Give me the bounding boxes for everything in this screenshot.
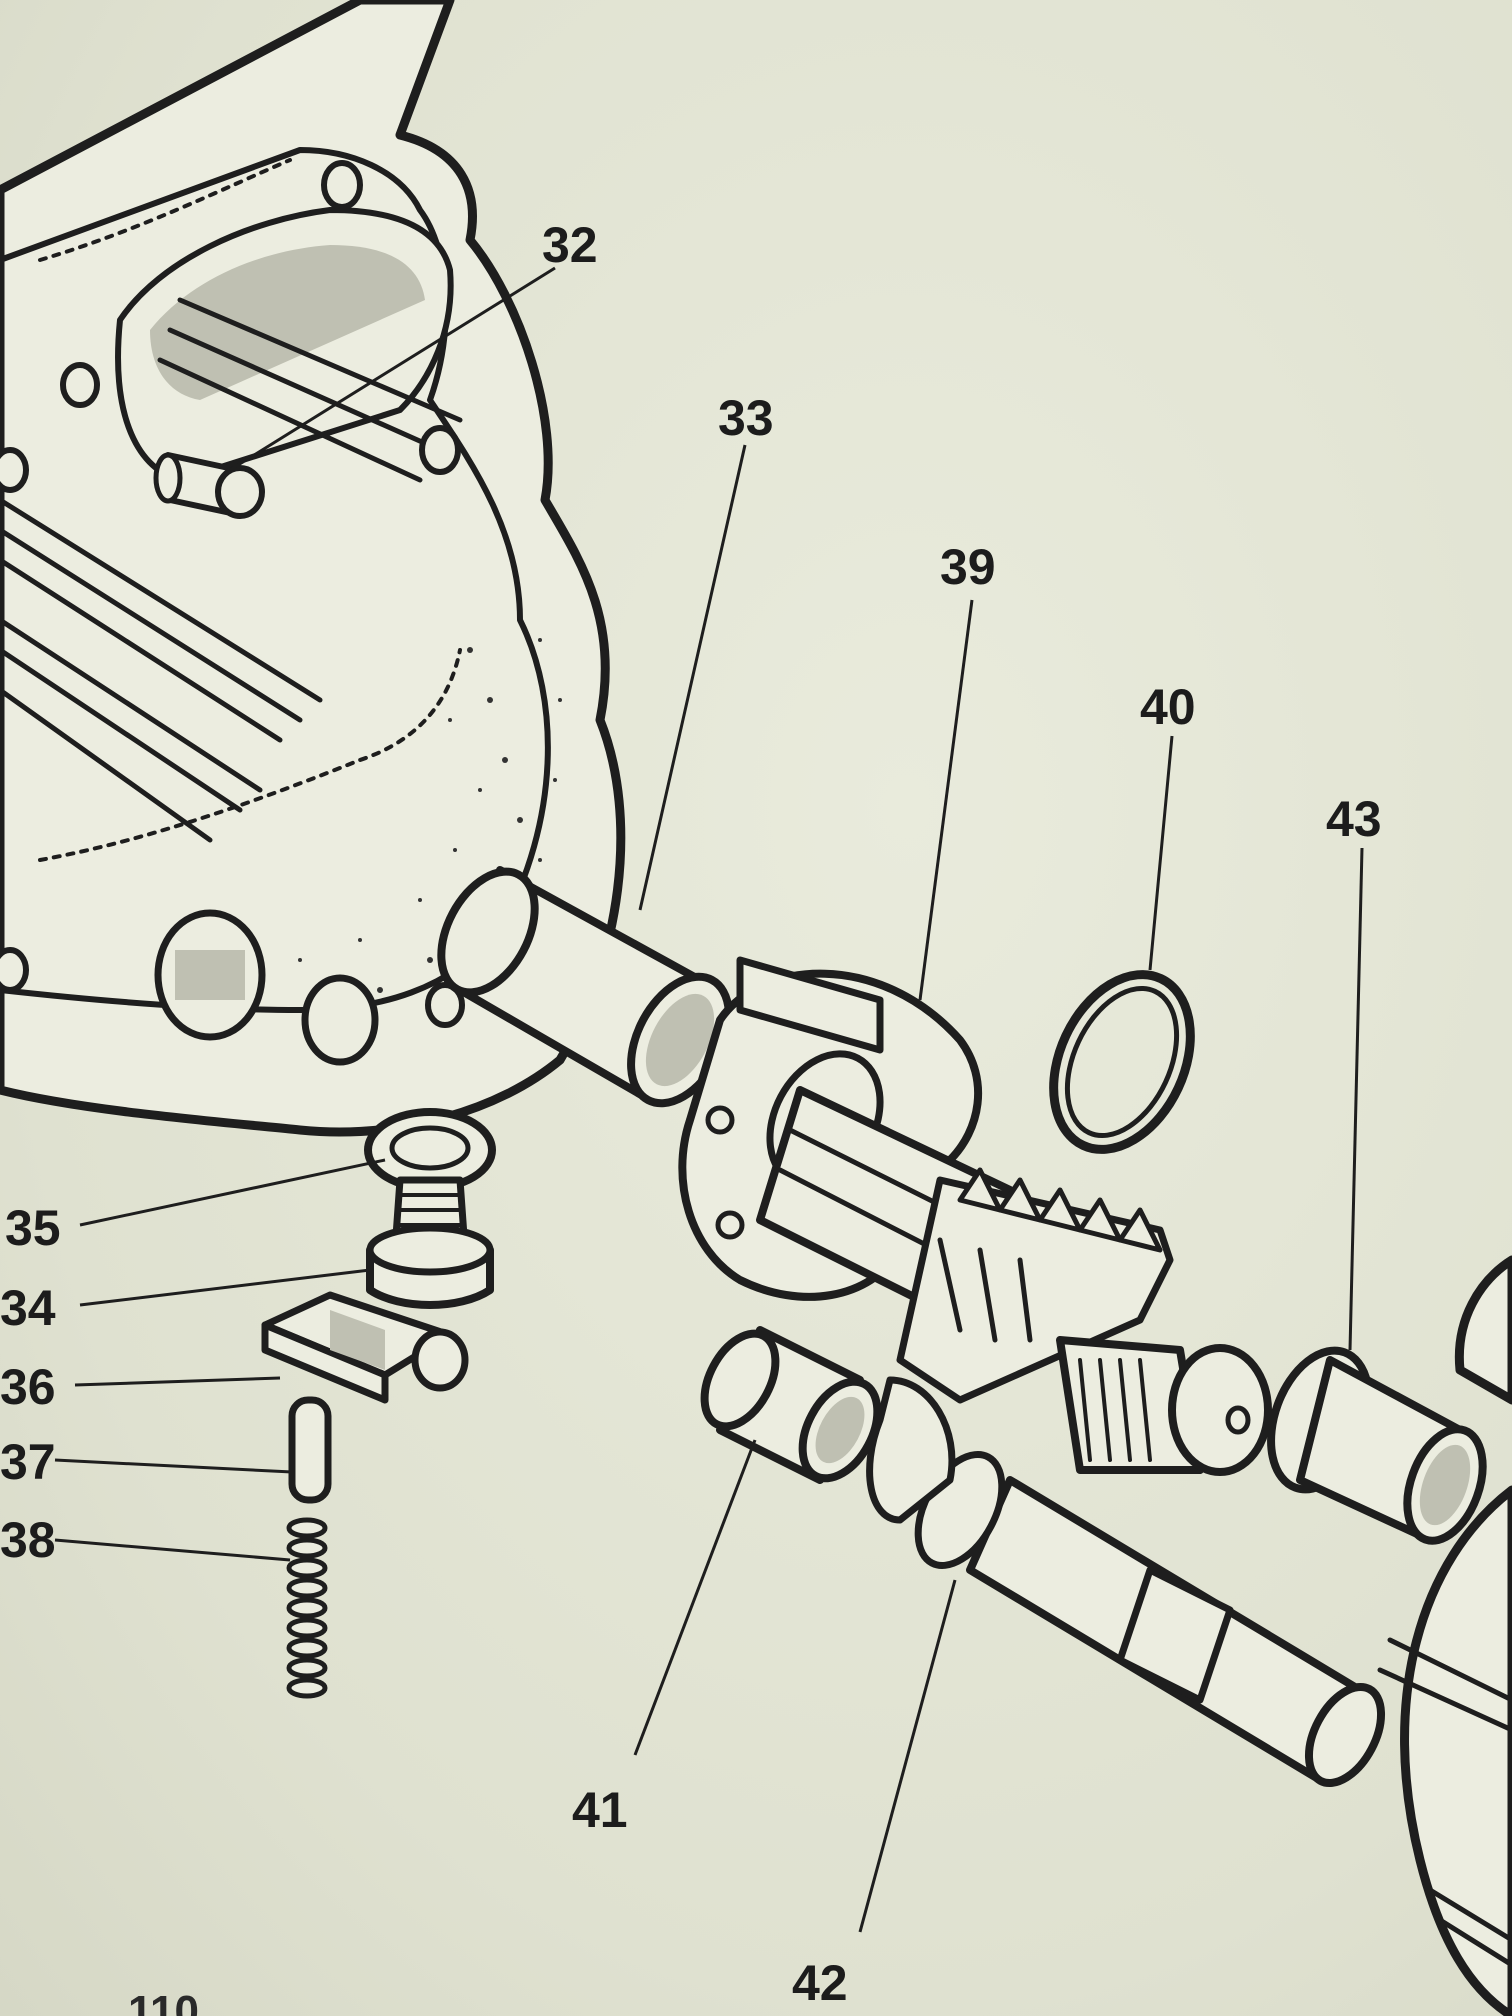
callout-33: 33 xyxy=(718,390,774,446)
part-35-washer xyxy=(364,1108,496,1192)
toothed-rack xyxy=(896,1167,1174,1404)
splined-shaft xyxy=(866,1336,1386,1788)
gearbox-housing xyxy=(0,0,626,1137)
callout-32: 32 xyxy=(542,217,598,273)
leader-43 xyxy=(1348,847,1364,1351)
leader-35 xyxy=(79,1158,386,1227)
leader-33 xyxy=(638,444,747,911)
part-41-bush xyxy=(700,1326,882,1484)
leader-34 xyxy=(79,1268,371,1307)
part-40-o-ring xyxy=(1049,970,1195,1154)
leader-38 xyxy=(54,1538,291,1562)
page-number: 110 xyxy=(128,1987,199,2016)
callout-43: 43 xyxy=(1326,791,1382,847)
callout-35: 35 xyxy=(5,1200,61,1256)
callout-37: 37 xyxy=(0,1434,56,1490)
leader-36 xyxy=(74,1376,281,1387)
callout-38: 38 xyxy=(0,1512,56,1568)
callout-36: 36 xyxy=(0,1359,56,1415)
leader-41 xyxy=(633,1439,757,1756)
leader-32 xyxy=(229,266,556,472)
callout-39: 39 xyxy=(940,539,996,595)
leader-lines xyxy=(54,266,1364,1933)
part-38-spring xyxy=(286,1517,328,1699)
callout-40: 40 xyxy=(1140,679,1196,735)
part-43-flanged-sleeve xyxy=(1267,1346,1487,1545)
callout-41: 41 xyxy=(572,1782,628,1838)
part-37-pin xyxy=(288,1396,332,1504)
callout-42: 42 xyxy=(792,1955,848,2011)
part-39-selector-fork xyxy=(678,956,1014,1324)
right-edge-housing xyxy=(1377,1255,1512,2016)
part-36-detent-plunger xyxy=(261,1291,469,1404)
part-32-dowel-pin xyxy=(153,452,265,519)
leader-42 xyxy=(858,1579,957,1933)
part-34-plug xyxy=(366,1176,494,1309)
leader-37 xyxy=(54,1458,293,1474)
leader-39 xyxy=(918,599,974,1001)
callout-34: 34 xyxy=(0,1280,56,1336)
leader-40 xyxy=(1148,735,1174,971)
